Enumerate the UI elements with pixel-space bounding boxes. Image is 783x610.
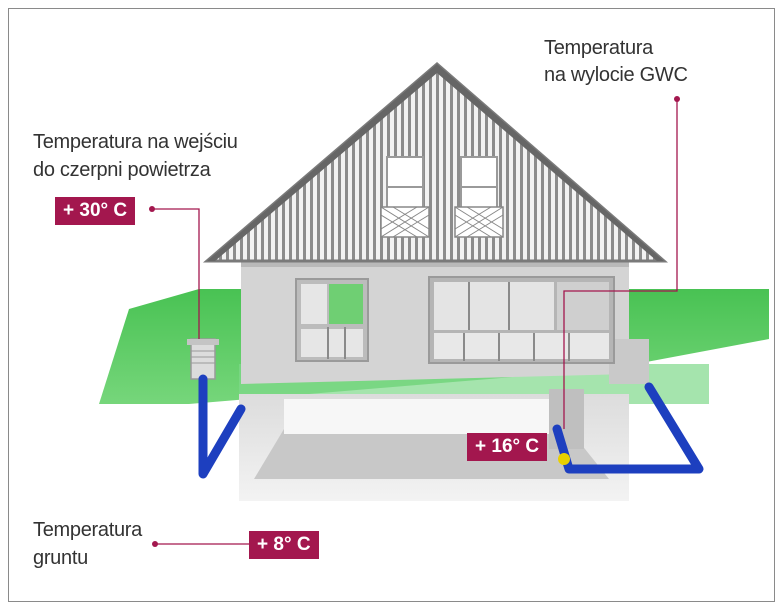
callout-line-intake [152, 208, 200, 339]
outlet-label-line1: Temperatura [544, 37, 653, 59]
ground-label-line1: Temperatura [33, 519, 142, 541]
diagram-frame: Temperatura na wejściu do czerpni powiet… [8, 8, 775, 602]
intake-label-line1: Temperatura na wejściu [33, 131, 238, 153]
callout-line-outlet [563, 99, 678, 429]
outlet-temperature-badge: + 16° C [467, 433, 548, 461]
basement-opening [284, 399, 554, 434]
outlet-label-line2: na wylocie GWC [544, 64, 688, 86]
roof [202, 62, 669, 263]
intake-temperature-badge: + 30° C [55, 197, 136, 225]
attic-window-left [380, 156, 430, 238]
air-intake [187, 338, 219, 380]
intake-label-line2: do czerpni powietrza [33, 159, 211, 181]
ground-exchanger-pipe [552, 382, 704, 474]
ground-label-line2: gruntu [33, 547, 88, 569]
intake-pipe [198, 374, 246, 479]
window-large [428, 276, 615, 364]
house-illustration [99, 62, 769, 547]
ground-temperature-badge: + 8° C [249, 531, 319, 559]
attic-window-right [454, 156, 504, 238]
window-left [295, 278, 369, 362]
